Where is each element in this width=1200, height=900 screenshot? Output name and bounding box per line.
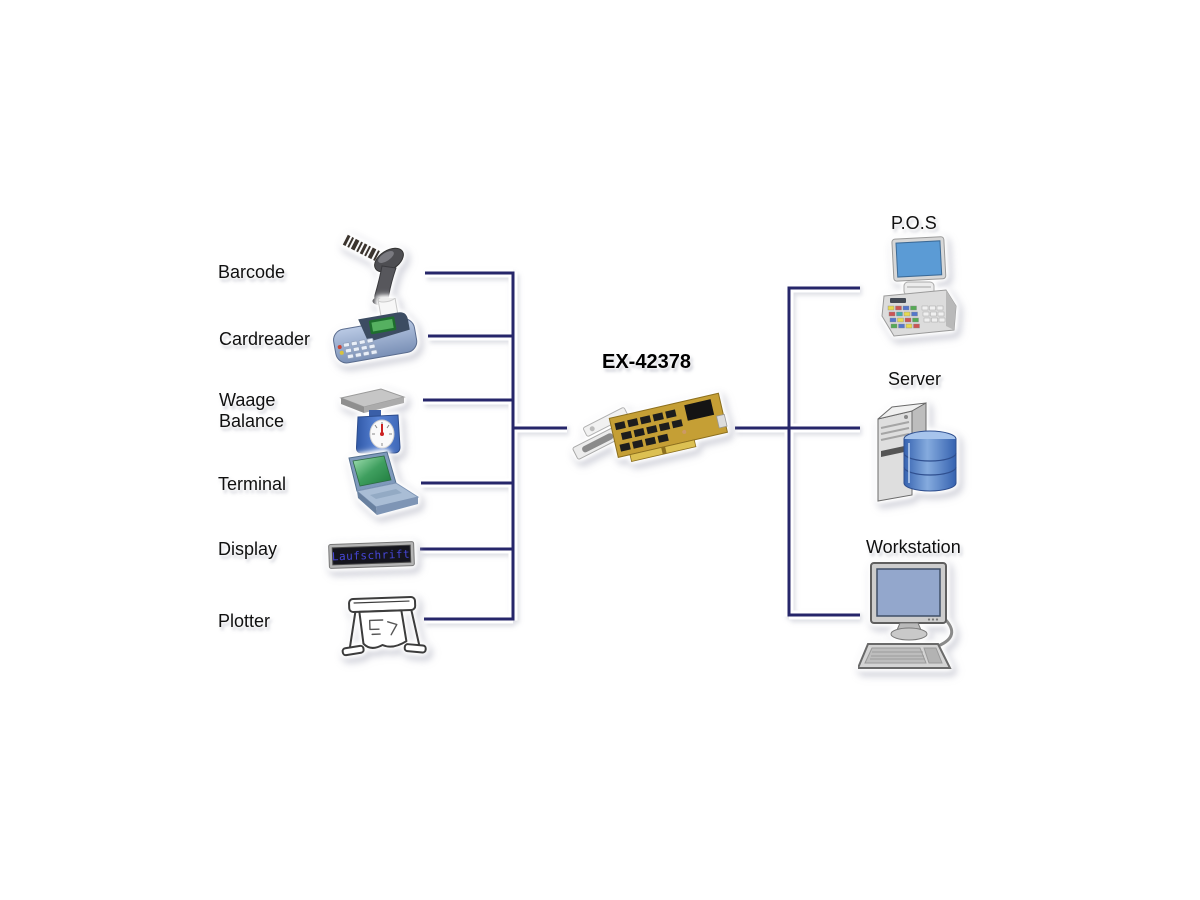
pci-card-icon <box>565 383 740 483</box>
scale-icon <box>333 378 413 463</box>
label-barcode: Barcode <box>218 262 286 282</box>
laptop-icon <box>330 450 425 527</box>
label-workstation: Workstation <box>866 537 961 557</box>
card-model-title: EX-42378 <box>602 351 691 373</box>
label-plotter: Plotter <box>218 611 271 631</box>
led-display-icon: Laufschrift <box>327 538 417 577</box>
label-display: Display <box>218 539 278 559</box>
display-scroll-text: Laufschrift <box>332 548 411 564</box>
label-terminal: Terminal <box>218 474 287 494</box>
server-icon <box>866 391 961 508</box>
pos-terminal-icon <box>876 232 961 351</box>
label-waage-balance: Waage Balance <box>219 390 285 431</box>
label-pos: P.O.S <box>891 213 937 233</box>
label-cardreader: Cardreader <box>219 329 311 349</box>
label-server: Server <box>888 369 942 389</box>
card-reader-icon <box>322 293 427 383</box>
workstation-icon <box>856 560 958 679</box>
plotter-icon <box>336 590 431 677</box>
